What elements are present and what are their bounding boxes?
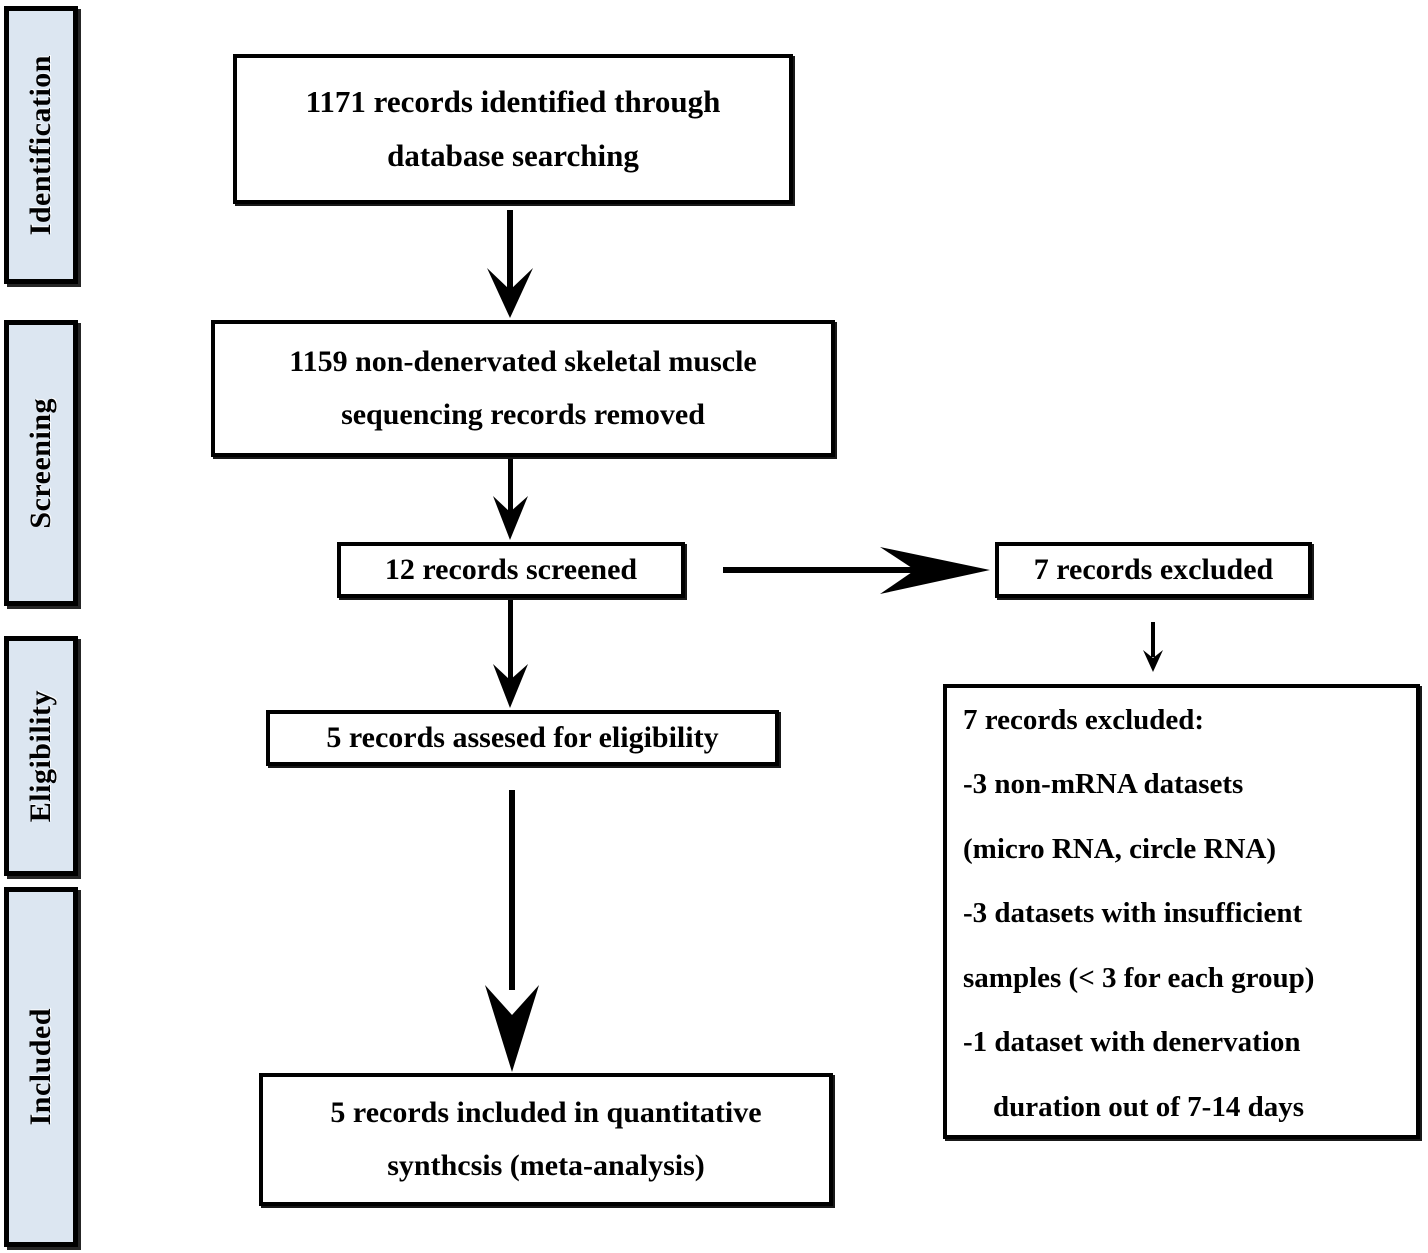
excluded-detail-item-4: samples (< 3 for each group) [963,961,1315,994]
excluded-detail-item-5: -1 dataset with denervation [963,1026,1301,1059]
box-records-identified: 1171 records identified through database… [233,54,793,204]
box-records-included-line2: synthcsis (meta-analysis) [387,1148,705,1182]
box-records-included-text: 5 records included in quantitative synth… [320,1087,771,1192]
box-records-assessed-text: 5 records assesed for eligibility [326,720,719,754]
box-records-removed-line2: sequencing records removed [341,397,705,431]
arrow-assessed-to-included [485,790,539,1072]
arrow-identified-to-removed [487,210,533,318]
box-records-identified-line1: 1171 records identified through [305,83,721,119]
box-records-assessed: 5 records assesed for eligibility [266,710,779,766]
excluded-detail-item-2: (micro RNA, circle RNA) [963,832,1276,865]
box-records-screened: 12 records screened [337,542,685,598]
stage-included-label: Included [24,1008,57,1126]
box-records-included: 5 records included in quantitative synth… [259,1073,833,1206]
stage-eligibility: Eligibility [4,636,78,876]
stage-identification-label: Identification [24,54,57,236]
box-records-excluded-short-text: 7 records excluded [1033,552,1274,586]
stage-screening-label: Screening [24,397,57,529]
box-records-removed-text: 1159 non-denervated skeletal muscle sequ… [279,336,766,441]
arrow-excluded-to-detail [1143,622,1163,672]
box-records-screened-text: 12 records screened [384,552,638,586]
stage-eligibility-label: Eligibility [24,689,57,823]
excluded-detail-item-6: duration out of 7-14 days [993,1090,1304,1123]
arrow-removed-to-screened [493,459,528,540]
excluded-detail-item-3: -3 datasets with insufficient [963,897,1303,930]
box-excluded-detail: 7 records excluded: -3 non-mRNA datasets… [943,684,1420,1139]
box-records-included-line1: 5 records included in quantitative [330,1096,762,1129]
arrow-screened-to-assessed [493,600,528,708]
box-records-removed: 1159 non-denervated skeletal muscle sequ… [211,320,835,457]
excluded-detail-heading: 7 records excluded: [963,704,1205,736]
box-records-removed-line1: 1159 non-denervated skeletal muscle [289,345,757,378]
box-records-identified-text: 1171 records identified through database… [296,75,731,184]
stage-included: Included [4,887,78,1247]
stage-identification: Identification [4,6,78,284]
arrow-screened-to-excluded [723,547,990,594]
box-records-identified-line2: database searching [387,138,639,173]
excluded-detail-item-1: -3 non-mRNA datasets [963,768,1244,801]
stage-screening: Screening [4,320,78,606]
box-records-excluded-short: 7 records excluded [995,542,1312,598]
